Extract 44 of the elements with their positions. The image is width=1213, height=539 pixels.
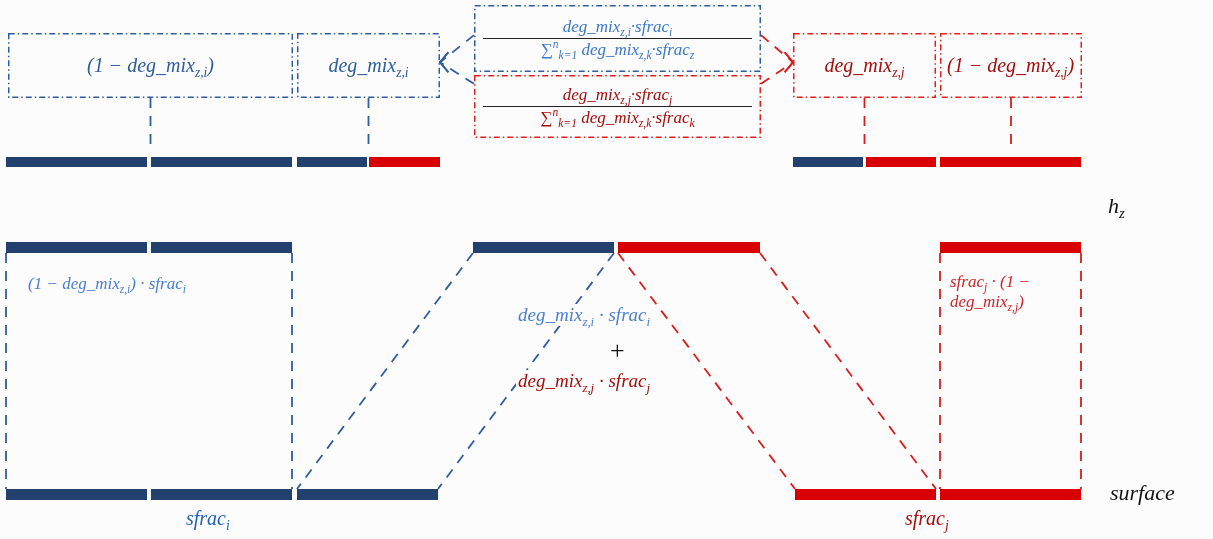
formula-label: deg_mix$_{z,i}$ · sfrac$_{i}$ (516, 304, 653, 326)
dashed-line (759, 252, 937, 490)
bar-segment (151, 489, 292, 500)
dashed-arrow (760, 51, 794, 85)
dashed-line (296, 252, 474, 490)
formula-text: (1 − deg_mix$_{z,i}$) (86, 54, 215, 77)
bar-segment (369, 157, 440, 167)
bar-segment (940, 489, 1081, 500)
fraction-label: sfrac$_{i}$ (186, 507, 230, 530)
bar-segment (6, 489, 147, 500)
bar-segment (473, 242, 614, 253)
level-label: surface (1110, 480, 1175, 506)
formula-text: deg_mix$_{z,i}$ (328, 54, 409, 77)
fraction-box (474, 75, 761, 138)
dashed-line (5, 252, 7, 490)
bar-segment (795, 489, 936, 500)
bar-segment (793, 157, 863, 167)
formula-label: sfrac$_{j}$ · (1 − deg_mix$_{z,j}$) (950, 272, 1031, 312)
fraction-box (474, 5, 761, 72)
bar-segment (940, 242, 1081, 253)
dashed-line (437, 252, 615, 490)
formula-label: (1 − deg_mix$_{z,i}$) · sfrac$_{i}$ (28, 274, 186, 294)
bar-segment (151, 242, 292, 253)
bar-segment (618, 242, 760, 253)
denominator: ∑$^{n}$$_{k=1}$ deg_mix$_{z,k}$·sfrac$_{k}$ (540, 108, 695, 128)
bar-segment (297, 489, 438, 500)
dashed-line (939, 252, 941, 490)
formula-box (940, 33, 1082, 98)
dashed-line (617, 252, 796, 490)
bar-segment (6, 157, 147, 167)
dashed-line (291, 252, 293, 490)
dashed-line (1080, 252, 1082, 490)
denominator: ∑$^{n}$$_{k=1}$ deg_mix$_{z,k}$·sfrac$_{z}$ (540, 40, 695, 60)
bar-segment (940, 157, 1081, 167)
formula-box (8, 33, 293, 98)
bar-segment (866, 157, 936, 167)
numerator: deg_mix$_{z,i}$·sfrac$_{i}$ (562, 17, 673, 37)
level-label: h$_{z}$ (1108, 193, 1125, 219)
formula-box (793, 33, 936, 98)
bar-segment (297, 157, 367, 167)
bar-segment (6, 242, 147, 253)
formula-box (297, 33, 440, 98)
bar-segment (151, 157, 292, 167)
dashed-arrow (439, 51, 475, 85)
